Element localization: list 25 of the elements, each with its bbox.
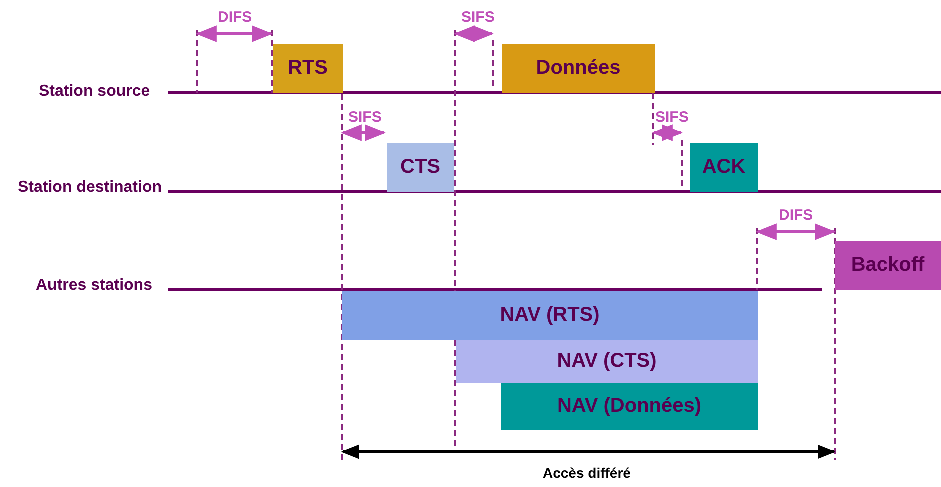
frame-block [387, 143, 454, 192]
interval-label: SIFS [348, 110, 382, 125]
frame-name: NAV (CTS) [557, 350, 657, 373]
frame-name: Données [536, 57, 621, 80]
frame-name: RTS [288, 57, 328, 80]
frame-block [835, 241, 941, 290]
interval-label: SIFS [656, 110, 689, 125]
frame-block [690, 143, 758, 192]
station-label: Station source [39, 84, 150, 100]
station-label: Station destination [18, 180, 162, 196]
interval-label: DIFS [779, 208, 814, 223]
station-label: Autres stations [36, 278, 152, 294]
frame-name: CTS [400, 156, 440, 179]
interval-label: Accès différé [543, 466, 631, 480]
frame-name: NAV (RTS) [500, 304, 600, 327]
interval-label: DIFS [218, 10, 252, 25]
frame-name: NAV (Données) [557, 395, 702, 418]
interval-label: SIFS [462, 10, 495, 25]
frame-name: Backoff [851, 254, 925, 277]
frame-block [502, 44, 655, 93]
frame-block [501, 383, 758, 430]
frame-name: ACK [702, 156, 746, 179]
frame-block [456, 340, 758, 383]
frame-block [273, 44, 343, 93]
frame-block [342, 291, 758, 340]
